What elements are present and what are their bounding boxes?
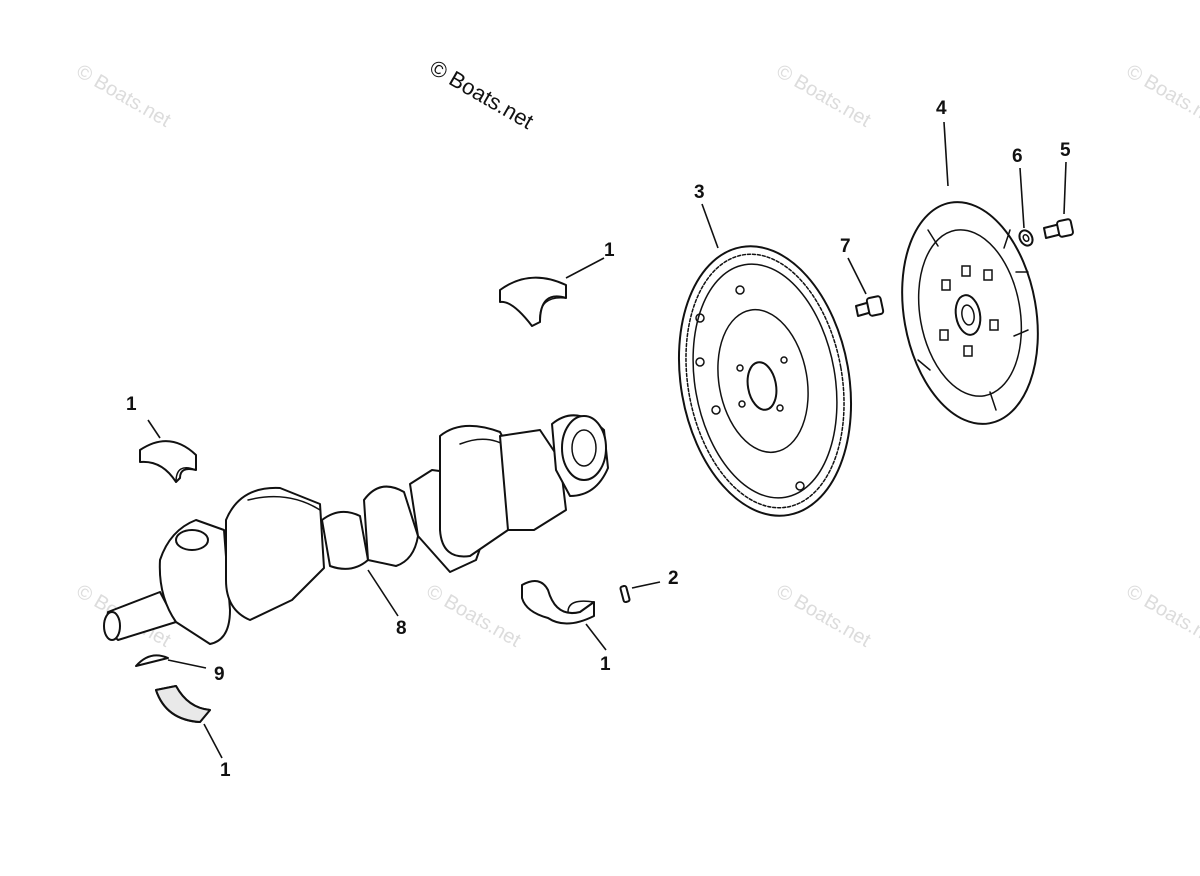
watermark: © Boats.net [773, 60, 875, 132]
dowel-pin [619, 584, 631, 604]
watermark: © Boats.net [1123, 580, 1200, 652]
main-bearing-upper-part [499, 276, 567, 327]
callout-9: 9 [214, 664, 225, 685]
screw [1043, 218, 1074, 239]
callout-6: 6 [1012, 146, 1023, 167]
callout-5: 5 [1060, 140, 1071, 161]
callout-1: 1 [604, 240, 615, 261]
rod-bearing-lower-part [155, 685, 211, 723]
watermark: © Boats.net [773, 580, 875, 652]
copyright-label: © Boats.net [426, 55, 538, 134]
drive-plate [901, 201, 1039, 425]
flywheel [677, 245, 853, 517]
callout-1: 1 [126, 394, 137, 415]
crankshaft [103, 414, 609, 645]
watermark: © Boats.net [423, 580, 525, 652]
callout-4: 4 [936, 98, 947, 119]
rod-bearing-upper-part [139, 440, 197, 483]
washer [1018, 229, 1034, 247]
callout-2: 2 [668, 568, 679, 589]
callout-1: 1 [220, 760, 231, 781]
main-bearing-lower-part [521, 580, 595, 625]
callout-1: 1 [600, 654, 611, 675]
callout-8: 8 [396, 618, 407, 639]
flywheel-bolt [855, 295, 885, 317]
callout-3: 3 [694, 182, 705, 203]
callouts: 1 1 1 1 2 3 4 5 6 7 8 9 [126, 98, 1071, 781]
leader-lines [147, 121, 1067, 759]
key-woodruff [135, 654, 169, 667]
callout-7: 7 [840, 236, 851, 257]
watermark: © Boats.net [73, 60, 175, 132]
watermark: © Boats.net [1123, 60, 1200, 132]
